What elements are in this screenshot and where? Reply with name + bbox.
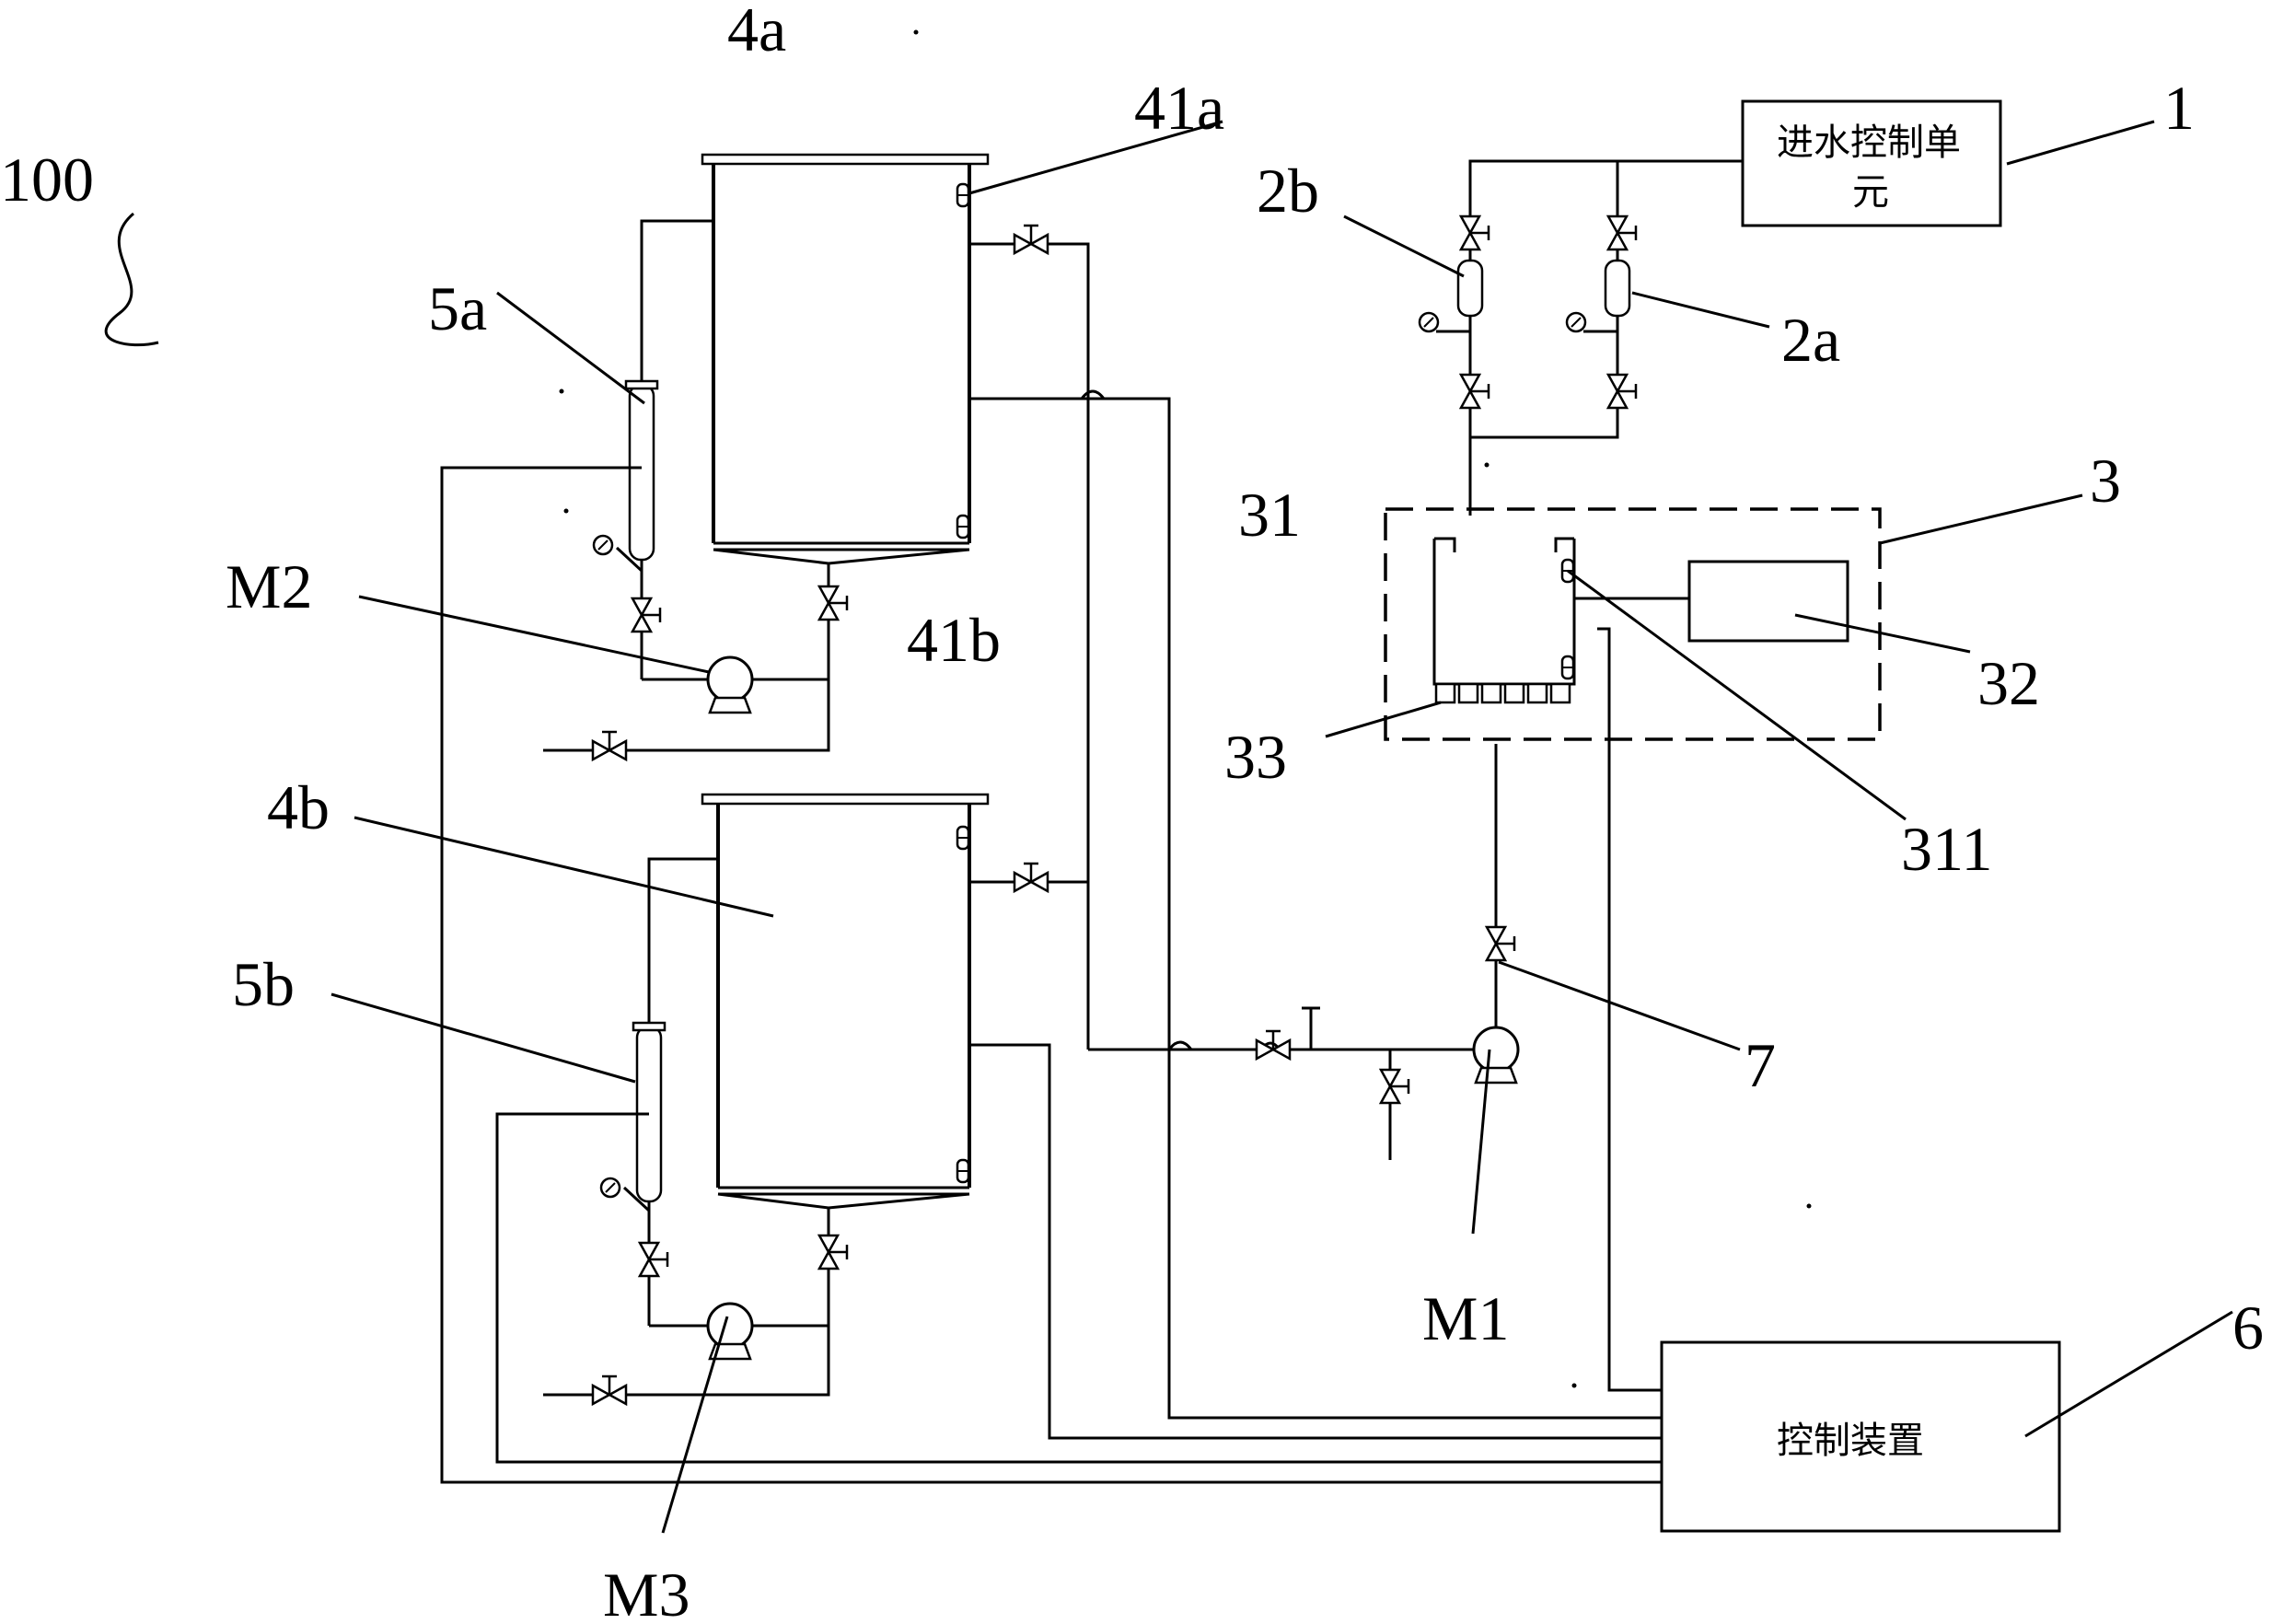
column-5a-loop xyxy=(543,219,849,761)
label-311: 311 xyxy=(1901,814,1992,884)
tank-4b xyxy=(701,793,990,1210)
label-4a: 4a xyxy=(727,0,786,64)
module-3 xyxy=(1384,507,1882,741)
label-2b: 2b xyxy=(1257,156,1319,226)
label-100: 100 xyxy=(0,145,94,215)
inlet-control-text-1: 进水控制单 xyxy=(1777,122,1961,164)
label-33: 33 xyxy=(1224,722,1287,792)
label-32: 32 xyxy=(1977,648,2040,718)
label-5b: 5b xyxy=(232,949,295,1019)
tank-4a xyxy=(701,153,990,565)
label-3: 3 xyxy=(2090,446,2121,516)
inlet-piping xyxy=(1418,99,2002,516)
unit-32-box xyxy=(1687,560,1849,643)
tank-outlet-piping xyxy=(969,224,1520,1160)
label-41b: 41b xyxy=(907,605,1001,675)
label-4b: 4b xyxy=(267,772,330,842)
label-m3: M3 xyxy=(603,1560,690,1624)
label-31: 31 xyxy=(1238,480,1301,550)
signal-lines xyxy=(440,389,1662,1484)
inlet-control-box xyxy=(1741,99,2002,227)
controller-box xyxy=(1660,1340,2061,1533)
control-device-text: 控制装置 xyxy=(1777,1420,1924,1462)
column-5b-loop xyxy=(543,857,849,1406)
inlet-control-text-2: 元 xyxy=(1852,171,1889,214)
label-6: 6 xyxy=(2232,1293,2264,1363)
label-2a: 2a xyxy=(1781,305,1840,375)
label-41a: 41a xyxy=(1134,73,1224,143)
scan-specks xyxy=(559,29,1812,1388)
label-1: 1 xyxy=(2163,73,2195,143)
label-m2: M2 xyxy=(226,551,312,621)
label-7: 7 xyxy=(1745,1030,1776,1100)
label-5a: 5a xyxy=(428,273,487,343)
label-m1: M1 xyxy=(1422,1283,1509,1353)
leader-lines xyxy=(104,120,2233,1534)
